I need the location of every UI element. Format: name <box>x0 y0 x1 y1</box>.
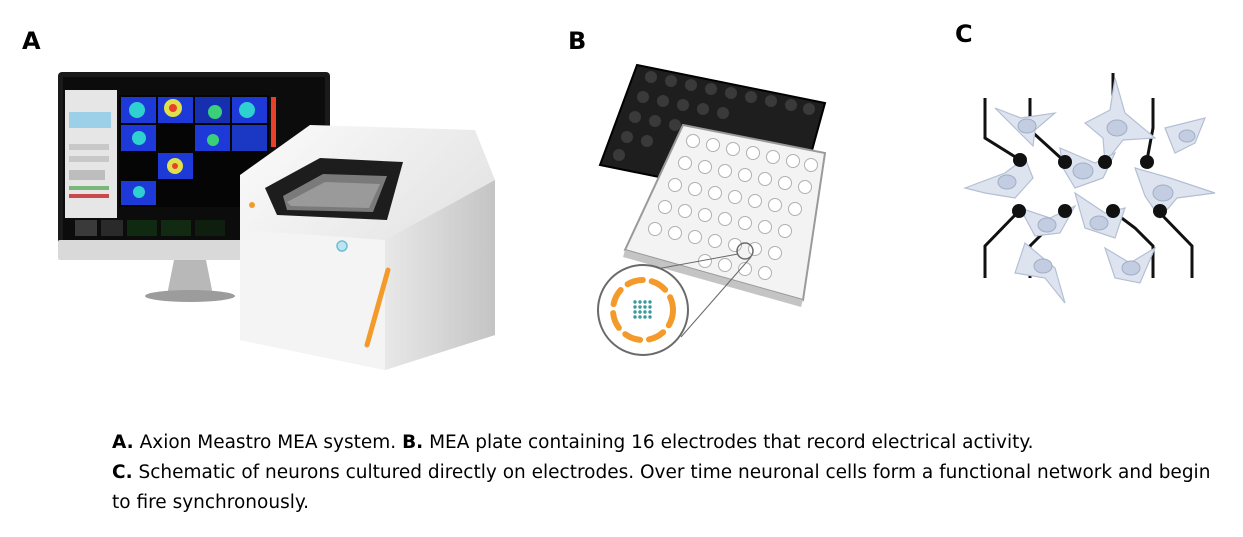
neurons <box>962 77 1216 304</box>
well-zoom-callout <box>597 242 754 356</box>
maestro-system-illustration <box>55 70 500 370</box>
monitor-stand <box>145 255 235 302</box>
caption-label-b: B. <box>402 432 424 453</box>
heatmap-grid <box>119 95 276 207</box>
caption-text-a: Axion Meastro MEA system. <box>133 432 403 453</box>
electrode-grid <box>633 300 652 319</box>
electrode-contacts <box>1012 153 1167 218</box>
neuron-nuclei <box>997 118 1196 276</box>
neuron-electrode-schematic <box>955 68 1220 330</box>
caption-label-a: A. <box>112 432 134 453</box>
panel-label-b: B <box>568 27 587 55</box>
mea-plate-svg <box>597 63 827 356</box>
caption-line-c: C. Schematic of neurons cultured directl… <box>112 458 1222 518</box>
panel-label-a: A <box>22 27 41 55</box>
maestro-system-svg <box>58 72 495 370</box>
maestro-instrument <box>240 125 495 370</box>
mea-plate-illustration <box>585 55 830 360</box>
panel-label-c: C <box>955 20 973 48</box>
caption-text-b: MEA plate containing 16 electrodes that … <box>423 432 1034 453</box>
neuron-schematic-svg <box>962 73 1216 304</box>
white-mea-plate <box>623 123 827 307</box>
caption-line-ab: A. Axion Meastro MEA system. B. MEA plat… <box>112 428 1222 458</box>
caption-label-c: C. <box>112 462 133 483</box>
figure-caption: A. Axion Meastro MEA system. B. MEA plat… <box>112 428 1222 518</box>
caption-text-c: Schematic of neurons cultured directly o… <box>112 462 1211 513</box>
